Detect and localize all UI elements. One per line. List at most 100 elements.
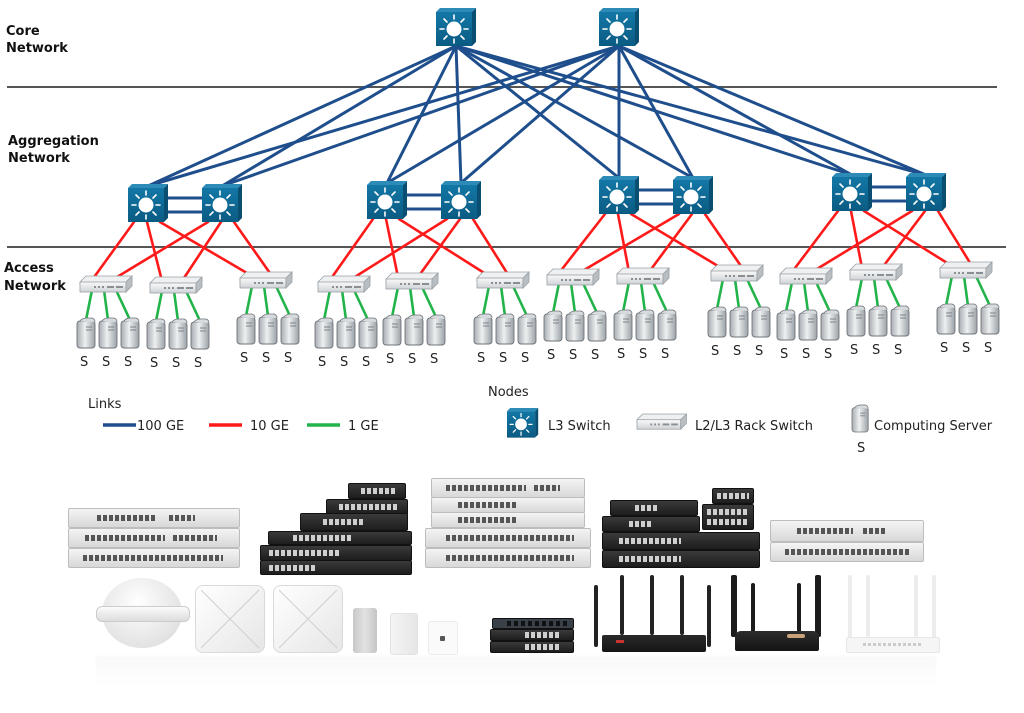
l3-switch-icon — [506, 407, 539, 439]
link-10ge-agg1a-acc2 — [145, 220, 164, 283]
links-layer — [84, 44, 992, 323]
link-10ge-agg2a-acc1 — [328, 217, 375, 282]
link-10ge-agg2b-acc1 — [348, 217, 449, 282]
computing-server-2-3-1 — [473, 313, 493, 345]
router-4-antenna-dark — [731, 575, 823, 653]
dark-switch-stack — [260, 483, 412, 575]
legend-rack-switch-label: L2/L3 Rack Switch — [695, 419, 813, 434]
computing-server-3-3-1 — [707, 306, 727, 338]
computing-server-2-1-3 — [358, 317, 378, 349]
link-1ge-g4-acc3-srv3 — [974, 274, 992, 308]
link-1ge-g3-acc2-srv3 — [651, 280, 669, 314]
server-label: S — [150, 356, 158, 371]
server-label: S — [430, 352, 438, 367]
outdoor-ap — [96, 578, 190, 648]
product-lineup — [0, 470, 1024, 713]
link-1ge-g3-acc3-srv3 — [745, 277, 763, 311]
wall-ap-white — [390, 613, 418, 655]
row2-reflection — [96, 656, 936, 686]
server-label: S — [362, 355, 370, 370]
computing-server-4-1-1 — [776, 309, 796, 341]
link-1ge-g3-acc1-srv3 — [581, 281, 599, 315]
link-10ge-agg4b-acc1 — [810, 209, 914, 274]
computing-server-3-1-2 — [565, 310, 585, 342]
legend-l3-switch-label: L3 Switch — [548, 419, 611, 434]
link-10ge-agg3b-acc3 — [703, 212, 745, 271]
access-rack-switch-2-3 — [476, 271, 530, 289]
link-1ge-g4-acc3-srv1 — [944, 274, 954, 308]
link-1ge-g4-acc2-srv2 — [872, 276, 880, 310]
computing-server-4-3-1 — [936, 303, 956, 335]
light-switch-tower — [425, 478, 591, 572]
server-label: S — [984, 341, 992, 356]
server-label: S — [661, 347, 669, 362]
router-white — [844, 575, 940, 655]
server-label: S — [711, 344, 719, 359]
access-rack-switch-3-1 — [546, 268, 600, 286]
server-label: S — [340, 355, 348, 370]
computing-server-2-1-1 — [314, 317, 334, 349]
link-10ge-agg1a-acc1 — [90, 220, 136, 282]
nodes-legend: Nodes L3 Switch L2/L3 Rack Switch Comput… — [488, 385, 993, 456]
access-rack-switch-1-2 — [149, 276, 203, 294]
access-rack-switch-3-3 — [710, 264, 764, 282]
server-label: S — [802, 347, 810, 362]
legend-100ge-label: 100 GE — [137, 419, 184, 434]
link-100ge-core2-agg3b — [617, 44, 695, 180]
link-10ge-agg2b-acc3 — [471, 217, 511, 278]
link-1ge-g3-acc1-srv1 — [551, 281, 561, 315]
desktop-gateway-stack — [490, 618, 574, 654]
link-1ge-g1-acc1-srv2 — [102, 288, 110, 322]
link-100ge-core2-agg4b — [617, 44, 928, 177]
server-label: S — [894, 343, 902, 358]
access-rack-switch-4-2 — [849, 263, 903, 281]
link-100ge-core1-agg1a — [146, 44, 458, 188]
link-1ge-g2-acc3-srv1 — [481, 284, 491, 318]
link-10ge-agg4a-acc2 — [849, 209, 864, 270]
computing-server-1-2-3 — [190, 318, 210, 350]
link-100ge-core2-agg2a — [385, 44, 621, 185]
computing-server-3-3-3 — [751, 306, 771, 338]
server-label: S — [80, 355, 88, 370]
link-1ge-g2-acc1-srv2 — [340, 288, 348, 322]
computing-server-2-1-2 — [336, 317, 356, 349]
computing-server-1-1-2 — [98, 317, 118, 349]
server-label: S — [124, 355, 132, 370]
aggregation-switch-4a — [831, 172, 873, 212]
link-10ge-agg3b-acc1 — [577, 212, 681, 275]
link-100ge-core1-agg2b — [454, 44, 463, 185]
access-rack-switch-4-1 — [779, 267, 833, 285]
server-label: S — [318, 355, 326, 370]
server-label: S — [940, 341, 948, 356]
link-10ge-agg2a-acc2 — [384, 217, 400, 279]
aggregation-switch-2a — [366, 180, 408, 220]
light-switch-stack — [68, 508, 240, 570]
light-switch-pair — [770, 520, 926, 564]
computing-server-3-2-1 — [613, 309, 633, 341]
link-10ge-agg3a-acc1 — [557, 212, 607, 275]
access-rack-switch-1-3 — [239, 271, 293, 289]
access-rack-switch-3-2 — [616, 267, 670, 285]
link-1ge-g4-acc1-srv3 — [814, 280, 832, 314]
nodes-legend-title: Nodes — [488, 385, 529, 400]
link-1ge-g2-acc3-srv2 — [499, 284, 507, 318]
link-1ge-g3-acc2-srv1 — [621, 280, 631, 314]
computing-server-1-3-3 — [280, 313, 300, 345]
server-label: S — [780, 347, 788, 362]
computing-server-4-3-3 — [980, 303, 1000, 335]
server-label: S — [755, 344, 763, 359]
computing-server-1-3-2 — [258, 313, 278, 345]
server-label: S — [591, 348, 599, 363]
link-10ge-agg4a-acc1 — [790, 209, 840, 274]
server-label: S — [262, 351, 270, 366]
legend-10ge-label: 10 GE — [250, 419, 289, 434]
access-rack-switch-4-3 — [939, 261, 993, 279]
link-1ge-g4-acc2-srv3 — [884, 276, 902, 310]
server-label: S — [284, 351, 292, 366]
access-rack-switch-2-1 — [317, 275, 371, 293]
computing-server-3-1-3 — [587, 310, 607, 342]
server-label: S — [872, 343, 880, 358]
computing-server-4-2-3 — [890, 305, 910, 337]
